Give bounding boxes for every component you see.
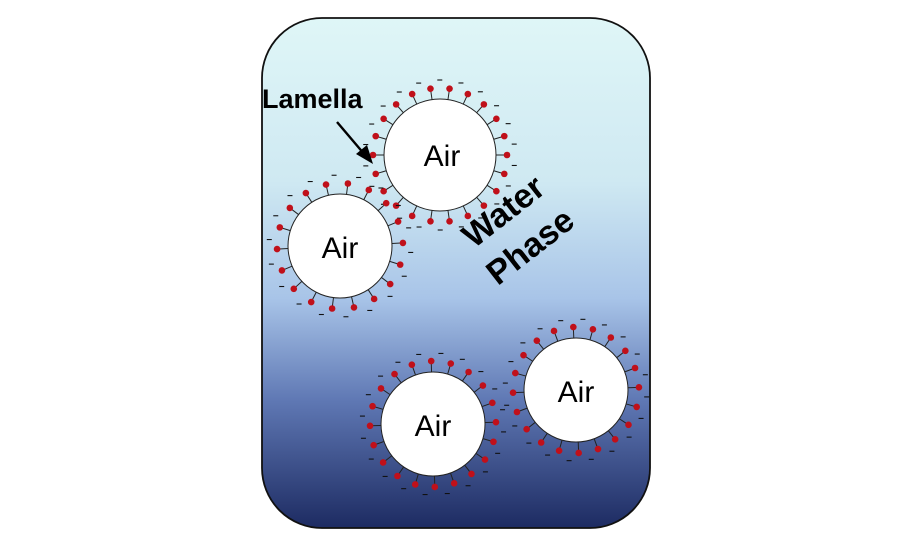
surfactant-head <box>344 180 352 187</box>
surfactant-head <box>380 115 387 123</box>
surfactant-head <box>307 298 315 306</box>
air-label-2: Air <box>322 232 359 265</box>
air-label-1: Air <box>424 140 461 173</box>
surfactant-head <box>480 202 488 209</box>
surfactant-head <box>633 403 640 411</box>
lamella-arrow <box>336 121 373 164</box>
surfactant-head <box>555 447 563 454</box>
surfactant-head <box>479 382 487 389</box>
surfactant-head <box>446 218 453 225</box>
surfactant-head <box>512 369 519 377</box>
surfactant-head <box>468 470 475 478</box>
surfactant-head <box>290 285 298 293</box>
surfactant-head <box>570 323 577 331</box>
surfactant-head <box>520 351 527 359</box>
surfactant-head <box>379 459 387 466</box>
surfactant-head <box>382 199 390 207</box>
air-bubble-1 <box>383 98 497 212</box>
surfactant-head <box>399 239 407 247</box>
lamella-label: Lamella <box>262 84 364 114</box>
surfactant-head <box>391 370 398 378</box>
surfactant-head <box>589 326 597 333</box>
surfactant-head <box>611 436 619 443</box>
surfactant-head <box>366 422 374 430</box>
surfactant-head <box>394 472 401 480</box>
surfactant-head <box>493 115 500 123</box>
surfactant-head <box>550 327 558 335</box>
air-label-4: Air <box>558 376 595 409</box>
surfactant-head <box>278 267 286 274</box>
surfactant-head <box>369 402 376 410</box>
surfactant-head <box>500 170 508 178</box>
air-label-3: Air <box>415 410 452 443</box>
surfactant-head <box>408 90 416 98</box>
surfactant-head <box>302 189 310 197</box>
surfactant-head <box>523 425 530 433</box>
surfactant-head <box>625 421 632 429</box>
surfactant-head <box>369 151 377 159</box>
surfactant-head <box>273 245 281 253</box>
surfactant-head <box>286 204 294 212</box>
air-bubble-2 <box>287 193 393 299</box>
surfactant-head <box>450 480 458 487</box>
surfactant-head <box>328 305 336 312</box>
surfactant-head <box>622 347 629 355</box>
surfactant-head <box>396 261 404 268</box>
surfactant-head <box>509 389 517 396</box>
surfactant-head <box>500 132 508 140</box>
surfactant-head <box>513 408 521 416</box>
bubble-4: Air <box>523 337 629 443</box>
surfactant-head <box>489 399 496 407</box>
surfactant-head <box>490 438 497 446</box>
surfactant-head <box>427 85 434 92</box>
surfactant-molecules <box>266 79 650 496</box>
surfactant-head <box>408 361 416 368</box>
surfactant-head <box>372 170 380 178</box>
surfactant-head <box>370 295 378 303</box>
surfactant-head <box>408 212 416 220</box>
surfactant-head <box>607 334 615 341</box>
surfactant-head <box>537 439 545 446</box>
surfactant-head <box>635 384 643 391</box>
surfactant-head <box>447 360 455 367</box>
surfactant-head <box>492 418 500 426</box>
bubble-3: Air <box>380 371 486 477</box>
surfactant-head <box>350 304 358 311</box>
surfactant-head <box>493 187 500 195</box>
surfactant-head <box>431 483 439 491</box>
surfactant-head <box>394 218 402 225</box>
surfactant-head <box>575 449 582 457</box>
surfactant-head <box>276 224 284 231</box>
surfactant-head <box>372 132 380 140</box>
air-bubble-3 <box>380 371 486 477</box>
surfactant-head <box>464 90 472 98</box>
lamella-arrow-line <box>336 121 366 156</box>
surfactant-head <box>427 218 434 225</box>
surfactant-head <box>464 212 472 220</box>
surfactant-head <box>533 337 541 344</box>
surfactant-head <box>370 441 377 449</box>
surfactant-head <box>411 481 419 488</box>
surfactant-head <box>465 368 472 376</box>
surfactant-head <box>631 364 639 372</box>
bubble-1: Air <box>383 98 497 212</box>
surfactant-head <box>365 186 373 194</box>
surfactant-head <box>392 101 400 108</box>
surfactant-head <box>377 385 385 392</box>
surfactant-head <box>503 151 511 159</box>
lamella-arrow-head <box>356 145 373 164</box>
surfactant-head <box>480 101 488 108</box>
surfactant-head <box>322 181 330 188</box>
air-bubble-4 <box>523 337 629 443</box>
surfactant-head <box>427 357 435 365</box>
bubble-2: Air <box>287 193 393 299</box>
surfactant-head <box>386 280 394 288</box>
surfactant-head <box>481 456 489 463</box>
surfactant-head <box>380 187 387 195</box>
surfactant-head <box>446 85 453 92</box>
surfactant-head <box>594 445 602 453</box>
